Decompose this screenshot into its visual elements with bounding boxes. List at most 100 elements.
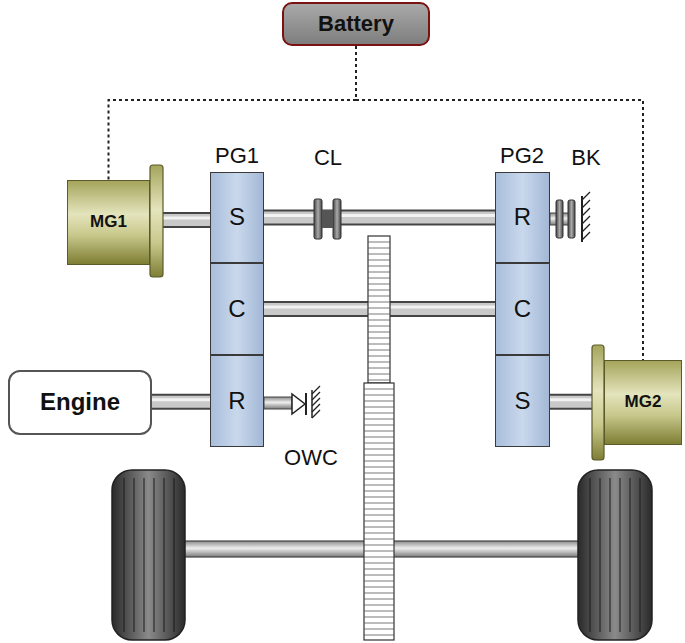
output-gear xyxy=(364,611,394,612)
output-gear xyxy=(368,350,390,351)
output-gear xyxy=(364,395,394,396)
battery-box: Battery xyxy=(282,2,430,46)
output-gear xyxy=(364,521,394,522)
output-gear xyxy=(364,449,394,450)
output-gear xyxy=(368,374,390,375)
node-label: R xyxy=(228,388,245,414)
output-gear xyxy=(364,407,394,408)
node-label: Battery xyxy=(318,12,394,36)
wheel xyxy=(163,478,164,632)
shaft xyxy=(264,216,495,218)
output-gear xyxy=(364,437,394,438)
brake-symbol xyxy=(582,216,590,224)
ring-gear: R xyxy=(210,355,264,447)
wheel xyxy=(589,478,590,632)
output-gear xyxy=(364,461,394,462)
carrier: C xyxy=(495,263,550,355)
output-gear xyxy=(364,575,394,576)
output-gear xyxy=(368,290,390,291)
power-wire xyxy=(109,46,357,180)
wheel xyxy=(599,478,600,632)
output-gear xyxy=(364,431,394,432)
output-gear xyxy=(364,491,394,492)
output-gear xyxy=(368,368,390,369)
output-gear xyxy=(368,242,390,243)
clutch-symbol xyxy=(314,199,322,239)
output-gear xyxy=(364,425,394,426)
wheel xyxy=(123,478,124,632)
carrier: C xyxy=(210,263,264,355)
shaft xyxy=(264,212,495,224)
node-label: S xyxy=(229,204,245,230)
one-way-clutch-symbol xyxy=(264,386,320,418)
output-gear xyxy=(368,332,390,333)
clutch-symbol xyxy=(314,199,341,239)
motor-generator: MG1 xyxy=(67,180,150,265)
one-way-clutch-symbol xyxy=(312,410,320,418)
output-gear xyxy=(368,236,390,383)
output-gear xyxy=(364,599,394,600)
wheel xyxy=(639,478,640,632)
output-gear xyxy=(364,563,394,564)
output-gear xyxy=(364,629,394,630)
sun-gear: S xyxy=(495,355,550,447)
output-gear xyxy=(364,413,394,414)
motor-generator: MG2 xyxy=(604,360,682,445)
component-name: OWC xyxy=(284,446,338,470)
shaft xyxy=(152,394,210,410)
wheel xyxy=(173,478,174,632)
one-way-clutch-symbol xyxy=(312,386,320,418)
wheel xyxy=(153,478,154,632)
output-gear xyxy=(364,557,394,558)
wheel xyxy=(609,478,610,632)
gearset-name: PG1 xyxy=(215,144,259,168)
output-gear xyxy=(364,479,394,480)
node-label: Engine xyxy=(40,389,120,415)
brake-symbol xyxy=(582,232,590,240)
node-label: C xyxy=(514,296,531,322)
output-gear xyxy=(364,443,394,444)
output-gear xyxy=(368,266,390,267)
shaft xyxy=(264,210,495,226)
output-gear xyxy=(368,380,390,381)
node-label: MG1 xyxy=(90,213,127,232)
wheel xyxy=(578,470,652,640)
output-gear xyxy=(368,320,390,321)
component-name: BK xyxy=(571,146,600,170)
output-gear xyxy=(364,401,394,402)
brake-symbol xyxy=(550,192,590,242)
engine-box: Engine xyxy=(8,370,152,435)
brake-symbol xyxy=(568,200,575,238)
brake-symbol xyxy=(581,196,583,242)
output-gear xyxy=(368,314,390,315)
output-gear xyxy=(364,593,394,594)
output-gear xyxy=(368,260,390,261)
output-gear xyxy=(368,308,390,309)
output-gear xyxy=(368,356,390,357)
one-way-clutch-symbol xyxy=(292,394,305,414)
output-gear xyxy=(368,278,390,279)
wheel xyxy=(619,478,620,632)
node-label: MG2 xyxy=(625,393,662,412)
output-gear xyxy=(364,605,394,606)
output-gear xyxy=(364,485,394,486)
wheel xyxy=(133,478,134,632)
output-gear xyxy=(368,272,390,273)
shaft xyxy=(152,396,210,408)
output-gear xyxy=(364,389,394,390)
output-gear xyxy=(364,617,394,618)
output-gear xyxy=(364,545,394,546)
output-gear xyxy=(364,467,394,468)
brake-symbol xyxy=(582,200,590,208)
output-gear xyxy=(364,587,394,588)
output-gear xyxy=(364,635,394,636)
output-gear xyxy=(364,623,394,624)
output-gear xyxy=(364,527,394,528)
output-gear xyxy=(364,383,394,640)
motor-flange xyxy=(592,345,604,460)
output-gear xyxy=(368,344,390,345)
output-gear xyxy=(364,419,394,420)
output-gear xyxy=(364,539,394,540)
output-gear xyxy=(368,338,390,339)
